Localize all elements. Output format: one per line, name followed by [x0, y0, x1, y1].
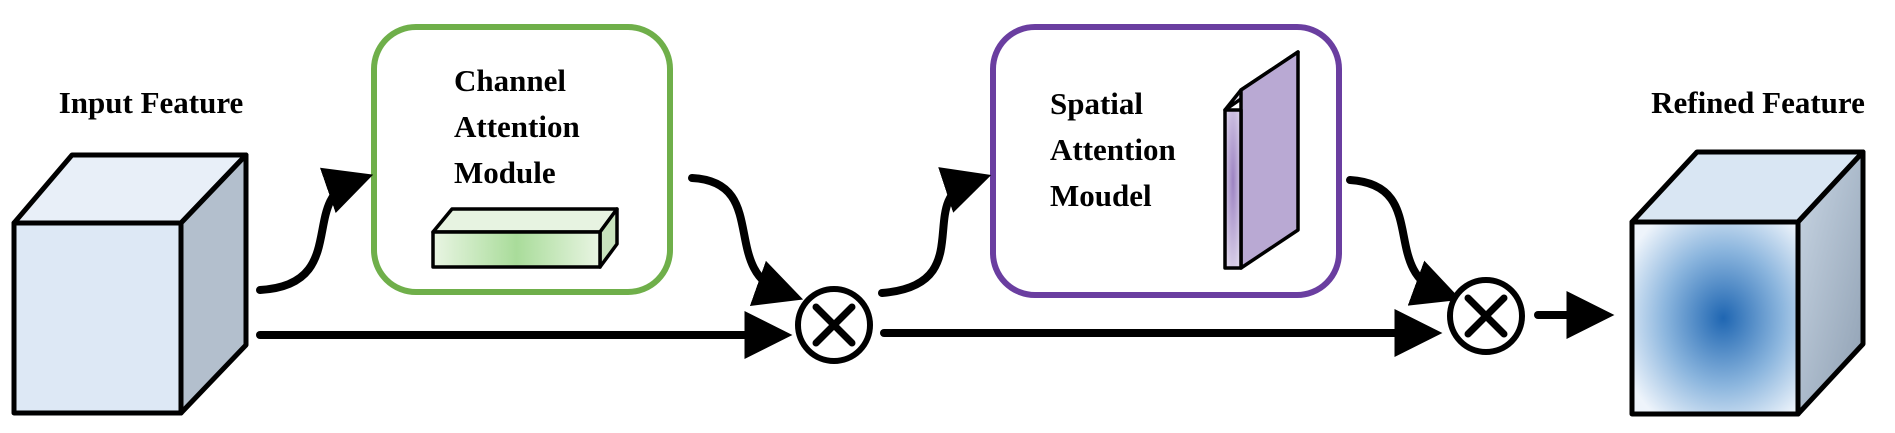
input-cube-front	[11, 220, 184, 416]
arrow-input-to-channel	[256, 167, 374, 294]
multiply-operator-1	[795, 286, 873, 364]
channel-label-line-2: Attention	[454, 109, 580, 144]
spatial-map-front	[1223, 108, 1243, 270]
spatial-label-line-1: Spatial	[1050, 86, 1143, 121]
multiply-2-cross	[1464, 294, 1508, 338]
refined-feature-cube	[1629, 149, 1866, 417]
spatial-module-label: Spatial Attention Moudel	[1050, 86, 1183, 213]
channel-attention-vector	[431, 207, 619, 269]
multiply-1-cross	[812, 303, 856, 347]
channel-label-line-3: Module	[454, 155, 556, 190]
input-feature-cube	[11, 152, 249, 416]
input-feature-title: Input Feature	[59, 85, 244, 120]
spatial-map-side	[1239, 50, 1300, 270]
spatial-label-line-3: Moudel	[1050, 178, 1152, 213]
channel-label-line-1: Channel	[454, 63, 566, 98]
arrow-spatial-to-multiply-2	[1346, 176, 1462, 306]
multiply-operator-2	[1447, 277, 1525, 355]
arrow-multiply-1-to-spatial	[878, 167, 992, 297]
arrow-channel-to-multiply-1	[688, 174, 804, 307]
channel-vector-top	[431, 207, 619, 234]
refined-feature-title: Refined Feature	[1651, 85, 1865, 120]
spatial-label-line-2: Attention	[1050, 132, 1176, 167]
channel-vector-front	[431, 230, 602, 269]
refined-cube-front	[1629, 219, 1801, 417]
channel-module-label: Channel Attention Module	[454, 63, 587, 190]
spatial-attention-map	[1223, 50, 1300, 270]
